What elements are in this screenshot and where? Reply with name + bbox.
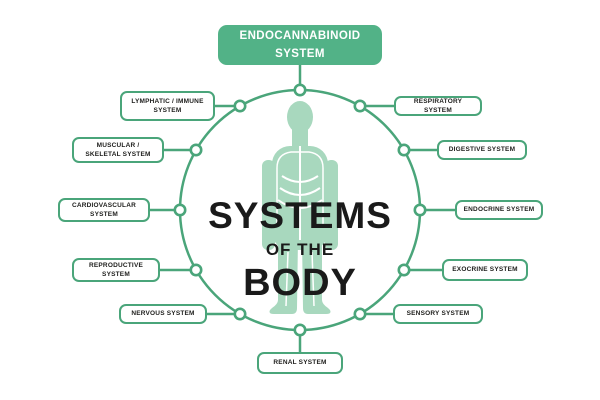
system-box-endocrine: ENDOCRINE SYSTEM <box>455 200 543 220</box>
node-endocrine <box>413 203 427 217</box>
system-box-cardiovascular: CARDIOVASCULAR SYSTEM <box>58 198 150 222</box>
system-box-nervous: NERVOUS SYSTEM <box>119 304 207 324</box>
system-box-lymphatic-immune: LYMPHATIC / IMMUNE SYSTEM <box>120 91 215 121</box>
center-title-line1: SYSTEMS <box>208 195 392 236</box>
body-detail-lines <box>276 146 324 307</box>
center-title: SYSTEMS OF THE BODY <box>150 197 450 302</box>
system-box-reproductive: REPRODUCTIVE SYSTEM <box>72 258 160 282</box>
node-reproductive <box>189 263 203 277</box>
node-renal <box>293 323 307 337</box>
node-cardio <box>173 203 187 217</box>
node-respiratory <box>353 99 367 113</box>
node-lymphatic <box>233 99 247 113</box>
system-box-exocrine: EXOCRINE SYSTEM <box>442 259 528 281</box>
center-title-line2: OF THE <box>265 240 335 259</box>
node-muscular <box>189 143 203 157</box>
circle-nodes <box>173 83 427 337</box>
node-exocrine <box>397 263 411 277</box>
node-digestive <box>397 143 411 157</box>
system-box-renal: RENAL SYSTEM <box>257 352 343 374</box>
system-box-digestive: DIGESTIVE SYSTEM <box>437 140 527 160</box>
node-sensory <box>353 307 367 321</box>
center-title-line3: BODY <box>243 262 357 304</box>
node-top <box>293 83 307 97</box>
root-box-endocannabinoid-system: ENDOCANNABINOID SYSTEM <box>218 25 382 65</box>
system-box-muscular-skeletal: MUSCULAR / SKELETAL SYSTEM <box>72 137 164 163</box>
node-nervous <box>233 307 247 321</box>
system-box-sensory: SENSORY SYSTEM <box>393 304 483 324</box>
system-box-respiratory: RESPIRATORY SYSTEM <box>394 96 482 116</box>
